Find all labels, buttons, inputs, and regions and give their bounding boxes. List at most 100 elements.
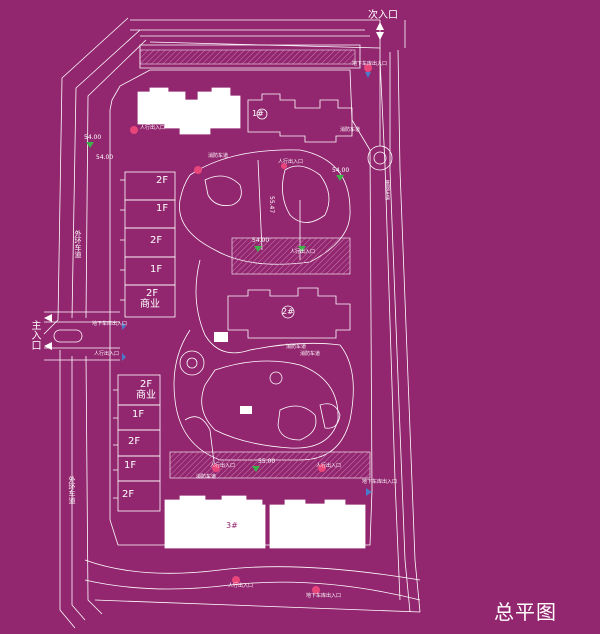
entrance-arrows — [44, 22, 384, 350]
main-entrance-arrow-out — [44, 342, 52, 350]
north-road-edge — [130, 19, 406, 48]
tower-south-white-right — [269, 499, 366, 549]
inner-lane-label: 消防车道 — [286, 344, 307, 350]
elevation-label: 55.00 — [258, 458, 276, 465]
gate-block — [214, 332, 228, 342]
marker-green-1 — [86, 142, 94, 148]
note-label: 人行出入口 — [94, 351, 120, 357]
east-road-inner — [379, 59, 401, 601]
parking-strip-north — [231, 237, 351, 275]
marker-red-1 — [130, 126, 138, 134]
outlined-towers — [224, 93, 353, 533]
note-label: 地下车库出入口 — [92, 321, 128, 327]
east-roundabout-inner — [373, 151, 387, 165]
west-townhouses — [113, 171, 176, 512]
outer-ring-road-label-upper: 外环车道 — [74, 230, 82, 258]
elevation-label: 54.00 — [84, 134, 102, 141]
west-roundabout — [179, 350, 205, 376]
marker-red-8 — [364, 64, 372, 72]
tower-1-circle — [256, 108, 268, 120]
note-label: 人行出入口 — [210, 463, 236, 469]
west-roundabout-inner — [186, 357, 198, 369]
note-label: 消防车道 — [300, 351, 321, 357]
east-roundabout — [367, 145, 393, 171]
marker-green-3 — [254, 246, 262, 252]
plan-title: 总平图 — [494, 600, 557, 624]
elevation-label: 54.00 — [96, 154, 114, 161]
elevation-label: 54.00 — [252, 237, 270, 244]
markers — [86, 64, 372, 594]
white-towers — [137, 87, 366, 549]
building-1-label: 1# — [252, 109, 264, 118]
east-road-label: 景观车道 — [384, 180, 390, 200]
note-label: 人行出入口 — [140, 125, 166, 131]
note-label: 地下车库出入口 — [352, 61, 388, 67]
townhouse-steps — [113, 179, 125, 499]
pond-south-2 — [319, 403, 341, 429]
pavilion-block — [240, 406, 252, 414]
secondary-entrance-arrow — [376, 22, 384, 30]
note-label: 人行出入口 — [290, 249, 316, 255]
main-entrance-arrow-in — [44, 314, 52, 322]
marker-red-4 — [212, 464, 220, 472]
marker-red-6 — [232, 576, 240, 584]
marker-blue-1 — [122, 322, 126, 330]
commercial-label-2: 商业 — [136, 390, 156, 401]
note-label: 人行出入口 — [278, 159, 304, 165]
note-label: 人行出入口 — [316, 463, 342, 469]
west-road-outer — [43, 17, 129, 629]
pond-south — [277, 405, 317, 441]
inner-garden-loop — [201, 360, 339, 449]
note-label: 消防车道 — [196, 474, 217, 480]
site-boundary — [109, 69, 373, 546]
south-garden-loop — [173, 259, 354, 461]
marker-green-4 — [298, 246, 306, 252]
fire-lane-label: 消防车道 — [208, 153, 229, 159]
hatch-north — [139, 49, 356, 65]
elevation-label: 54.00 — [332, 167, 350, 174]
pond-west — [204, 175, 242, 206]
note-label: 地下车库出入口 — [362, 479, 398, 485]
floor-label: 1F — [150, 264, 163, 275]
east-road — [389, 49, 421, 613]
pond-north — [282, 165, 330, 223]
tower-2-circle — [281, 305, 295, 319]
floor-label: 2F — [156, 175, 169, 186]
commercial-label: 商业 — [140, 299, 160, 310]
marker-red-3 — [281, 163, 287, 169]
secondary-entrance-label: 次入口 — [368, 10, 398, 21]
townhouse-5 — [124, 284, 176, 318]
path-southwest — [184, 416, 216, 471]
tower-3-circle — [224, 519, 238, 533]
south-road — [84, 559, 421, 613]
marker-green-5 — [252, 466, 260, 472]
secondary-exit-arrow — [376, 32, 384, 40]
west-road-inner — [71, 29, 141, 621]
main-entrance-label: 主入口 — [29, 320, 40, 350]
building-2-label: 2# — [282, 307, 294, 316]
marker-blue-2 — [122, 353, 126, 361]
west-road-inner-2 — [85, 39, 147, 615]
marker-blue-4 — [365, 72, 371, 78]
main-entrance-road — [44, 311, 120, 361]
marker-red-2 — [194, 166, 202, 174]
marker-red-7 — [312, 586, 320, 594]
floor-label: 1F — [156, 203, 169, 214]
note-label: 地下车库出入口 — [306, 593, 342, 599]
floor-label: 2F — [150, 235, 163, 246]
floor-label: 2F — [140, 379, 153, 390]
marker-red-5 — [318, 464, 326, 472]
plaza-circle — [269, 371, 283, 385]
floor-label: 1F — [132, 409, 145, 420]
parking-strip-south — [169, 451, 371, 479]
tower-1 — [247, 93, 353, 143]
entrance-island — [53, 329, 83, 343]
note-label: 消防车道 — [340, 127, 361, 133]
road-network — [43, 17, 421, 629]
floor-label: 2F — [128, 436, 141, 447]
tower-south-white-left — [164, 495, 266, 549]
marker-green-2 — [336, 175, 344, 181]
townhouse-10 — [117, 480, 161, 512]
